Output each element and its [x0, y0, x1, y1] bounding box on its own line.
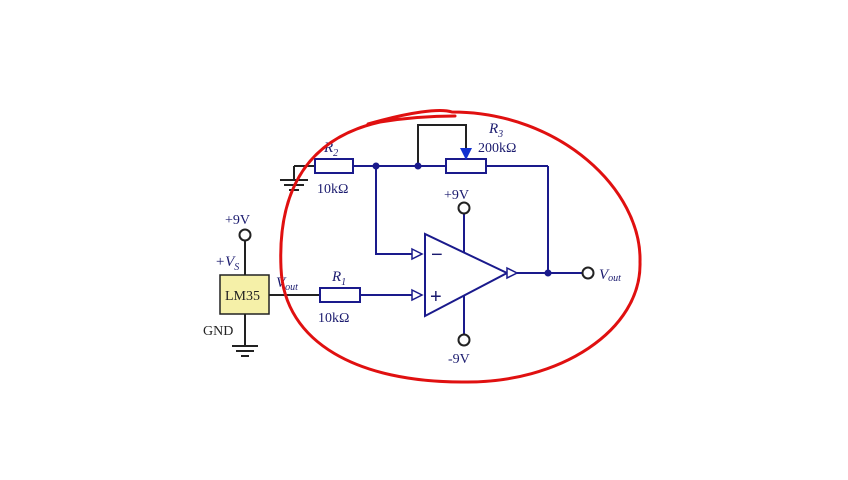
wiper-arrow	[460, 148, 472, 160]
terminal-vout	[581, 266, 595, 280]
gnd-label: GND	[203, 324, 233, 339]
terminal-vminus	[457, 333, 471, 347]
r2-label: R2	[323, 140, 338, 159]
vout-left-label: Vout	[276, 275, 298, 293]
vplus-label: +9V	[444, 188, 469, 203]
junction-dot	[414, 162, 422, 170]
ground-symbol-sensor	[232, 345, 258, 357]
vout-right-label: Vout	[599, 267, 621, 284]
wire-inverting-input	[375, 166, 412, 255]
arrow-noninverting	[411, 288, 424, 302]
annotation-circle	[279, 109, 642, 384]
sensor-supply-label: +9V	[225, 213, 250, 228]
inverting-input-sign: −	[431, 244, 443, 266]
chip-label: LM35	[225, 289, 260, 304]
potentiometer-r3	[445, 158, 487, 174]
vminus-label: -9V	[448, 352, 470, 367]
r1-label: R1	[331, 269, 346, 288]
noninverting-input-sign: +	[430, 286, 442, 308]
r1-value: 10kΩ	[318, 311, 349, 326]
wire-wiper-loop	[417, 124, 467, 166]
vs-label: +VS	[215, 254, 239, 273]
resistor-r1	[319, 287, 361, 303]
r3-value: 200kΩ	[478, 141, 516, 156]
r2-value: 10kΩ	[317, 182, 348, 197]
terminal-vplus	[457, 201, 471, 215]
r3-label: R3	[488, 121, 503, 140]
arrow-inverting	[411, 247, 424, 261]
resistor-r2	[314, 158, 354, 174]
op-amp-triangle	[424, 232, 510, 318]
arrow-output	[506, 266, 519, 280]
terminal-sensor-supply	[238, 228, 252, 242]
